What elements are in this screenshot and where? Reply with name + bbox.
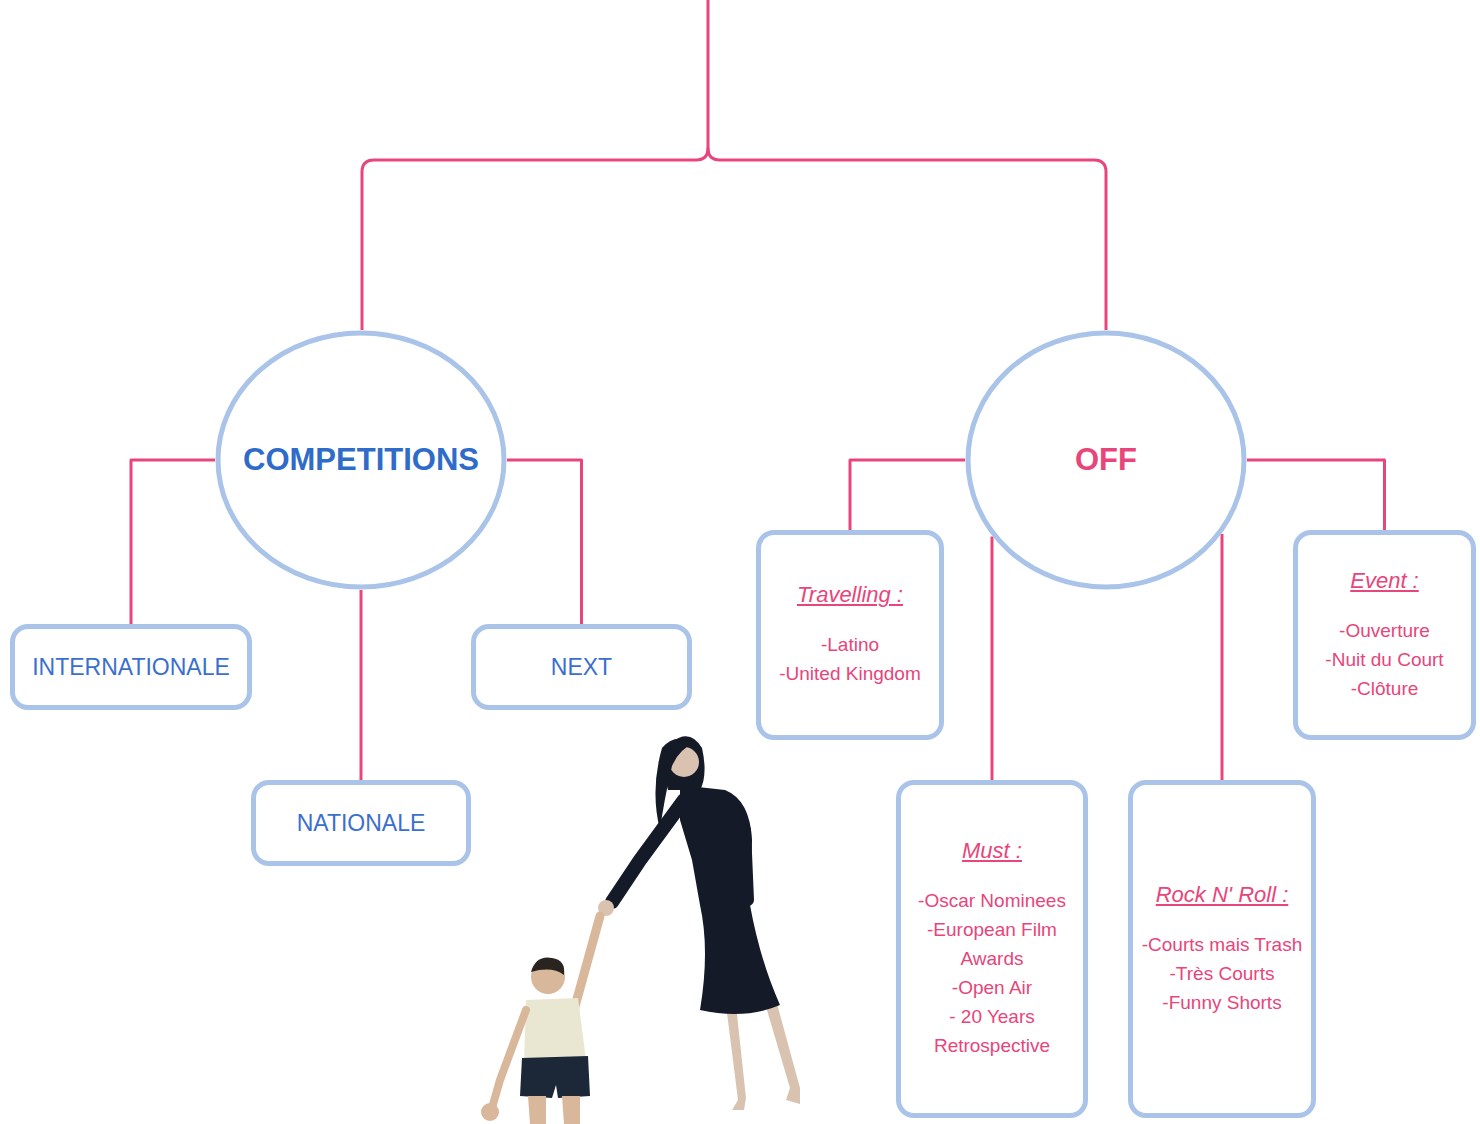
list-item: - 20 Years Retrospective <box>907 1002 1077 1060</box>
text-group: Event : -Ouverture-Nuit du Court-Clôture <box>1319 558 1449 713</box>
section-box: INTERNATIONALE <box>10 624 252 710</box>
section-box: NATIONALE <box>251 780 471 866</box>
connector-line <box>991 537 994 780</box>
list-item: -Très Courts <box>1170 959 1275 988</box>
list-item: -Nuit du Court <box>1325 645 1443 674</box>
text-group: Must : -Oscar Nominees-European Film Awar… <box>901 828 1083 1070</box>
node-heading: NEXT <box>551 654 612 681</box>
list-item: -Open Air <box>952 973 1032 1002</box>
list-item: -Oscar Nominees <box>918 886 1066 915</box>
connector-line <box>850 460 965 530</box>
list-item: -Courts mais Trash <box>1142 930 1302 959</box>
list-item: -Latino <box>821 630 879 659</box>
trunk-line <box>362 0 708 330</box>
child-silhouette <box>481 916 600 1124</box>
text-group: NEXT <box>545 644 618 691</box>
circle-outline <box>968 333 1244 587</box>
connector-line <box>507 460 582 624</box>
program-box: Event : -Ouverture-Nuit du Court-Clôture <box>1293 530 1476 740</box>
connector-line <box>1247 460 1385 530</box>
node-heading: OFF <box>1075 442 1137 478</box>
text-group: COMPETITIONS <box>243 442 479 478</box>
list-item: -Clôture <box>1351 674 1419 703</box>
list-item: -United Kingdom <box>779 659 921 688</box>
node-heading: NATIONALE <box>297 810 426 837</box>
node-heading: Rock N' Roll : <box>1156 882 1289 908</box>
text-group: OFF <box>1075 442 1137 478</box>
program-box: Travelling : -Latino-United Kingdom <box>756 530 944 740</box>
text-group: Travelling : -Latino-United Kingdom <box>773 572 927 698</box>
connector-line <box>360 590 363 780</box>
list-item: -Ouverture <box>1339 616 1430 645</box>
node-heading: COMPETITIONS <box>243 442 479 478</box>
list-item: -Funny Shorts <box>1162 988 1281 1017</box>
category-circle: OFF <box>965 330 1247 590</box>
node-heading: INTERNATIONALE <box>32 654 230 681</box>
list-item: -European Film Awards <box>907 915 1077 973</box>
connector-line <box>1221 534 1224 780</box>
connector-line <box>131 460 215 624</box>
program-box: Rock N' Roll : -Courts mais Trash-Très Co… <box>1128 780 1316 1118</box>
text-group: Rock N' Roll : -Courts mais Trash-Très Co… <box>1136 872 1308 1027</box>
text-group: INTERNATIONALE <box>26 644 236 691</box>
node-heading: Travelling : <box>797 582 903 608</box>
category-circle: COMPETITIONS <box>215 330 507 590</box>
node-heading: Event : <box>1350 568 1418 594</box>
section-box: NEXT <box>471 624 692 710</box>
text-group: NATIONALE <box>291 800 432 847</box>
woman-silhouette <box>598 736 800 1110</box>
node-heading: Must : <box>962 838 1022 864</box>
trunk-line <box>708 148 1106 330</box>
circle-outline <box>218 333 504 587</box>
program-box: Must : -Oscar Nominees-European Film Awar… <box>896 780 1088 1118</box>
